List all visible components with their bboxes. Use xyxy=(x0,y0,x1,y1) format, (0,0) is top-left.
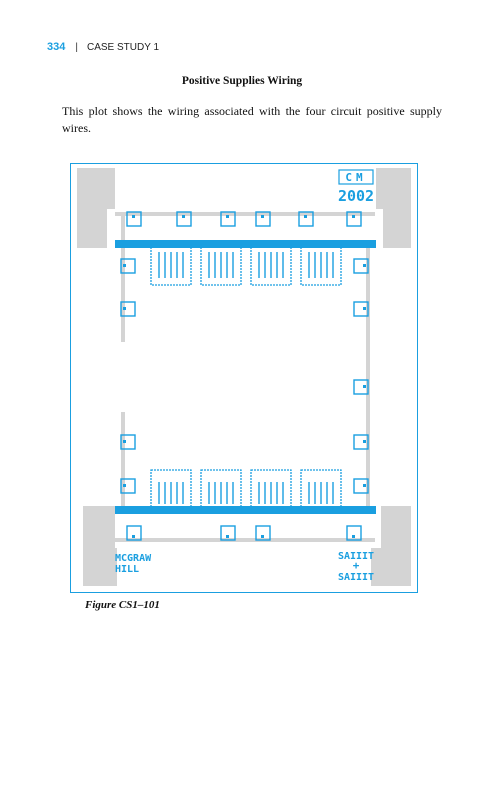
pad-right-2 xyxy=(353,301,369,317)
logo-text: CM xyxy=(345,171,366,184)
running-header: 334 | CASE STUDY 1 xyxy=(47,41,159,53)
pad-bottom-2 xyxy=(220,525,236,541)
figure-caption: Figure CS1–101 xyxy=(85,599,160,611)
rail-right xyxy=(366,248,370,506)
pad-top-5 xyxy=(298,211,314,227)
pad-top-2 xyxy=(176,211,192,227)
corner-pad-bottom-right xyxy=(371,506,411,586)
pad-left-2 xyxy=(120,301,136,317)
publisher-line-1: MCGRAW xyxy=(115,553,152,564)
pad-right-4 xyxy=(353,434,369,450)
pad-left-4 xyxy=(120,478,136,494)
rail-top xyxy=(115,212,375,216)
credit-line-2: + xyxy=(353,559,360,572)
corner-pad-top-left xyxy=(77,168,115,248)
corner-pad-bottom-left xyxy=(83,506,117,586)
rail-bottom xyxy=(115,538,375,542)
body-paragraph: This plot shows the wiring associated wi… xyxy=(62,104,442,135)
circuit-block-top-4 xyxy=(300,241,342,286)
pad-top-3 xyxy=(220,211,236,227)
pad-right-3 xyxy=(353,379,369,395)
circuit-block-top-2 xyxy=(200,241,242,286)
pad-left-3 xyxy=(120,434,136,450)
pad-top-1 xyxy=(126,211,142,227)
pad-left-1 xyxy=(120,258,136,274)
section-title: Positive Supplies Wiring xyxy=(181,75,303,87)
circuit-block-bottom-4 xyxy=(300,469,342,514)
rail-left-upper xyxy=(121,216,125,342)
page-number: 334 xyxy=(47,41,66,53)
logo-year: 2002 xyxy=(338,187,374,205)
credit-line-3: SAIIIT xyxy=(338,572,374,583)
circuit-block-bottom-3 xyxy=(250,469,292,514)
pad-bottom-4 xyxy=(346,525,362,541)
header-separator: | xyxy=(75,42,78,53)
pad-right-5 xyxy=(353,478,369,494)
logo-box xyxy=(338,169,374,185)
rail-left-lower xyxy=(121,412,125,508)
circuit-block-bottom-2 xyxy=(200,469,242,514)
running-title: CASE STUDY 1 xyxy=(86,42,160,53)
pad-top-4 xyxy=(255,211,271,227)
block-strips xyxy=(158,252,334,504)
pad-bottom-1 xyxy=(126,525,142,541)
pad-top-6 xyxy=(346,211,362,227)
layout-plot: CM 2002 MCGRAW HILL SAIIIT + SAIIIT xyxy=(77,168,411,586)
credit-line-1: SAIIIT xyxy=(338,551,374,562)
corner-pad-top-right xyxy=(376,168,411,248)
supply-bar-bottom xyxy=(115,506,376,514)
publisher-line-2: HILL xyxy=(115,564,139,575)
circuit-block-top-3 xyxy=(250,241,292,286)
pad-dots xyxy=(123,215,366,538)
layout-figure: CM 2002 MCGRAW HILL SAIIIT + SAIIIT xyxy=(70,163,418,593)
pad-bottom-3 xyxy=(255,525,271,541)
supply-bar-top xyxy=(115,240,376,248)
pad-right-1 xyxy=(353,258,369,274)
circuit-block-bottom-1 xyxy=(150,469,192,514)
circuit-block-top-1 xyxy=(150,241,192,286)
